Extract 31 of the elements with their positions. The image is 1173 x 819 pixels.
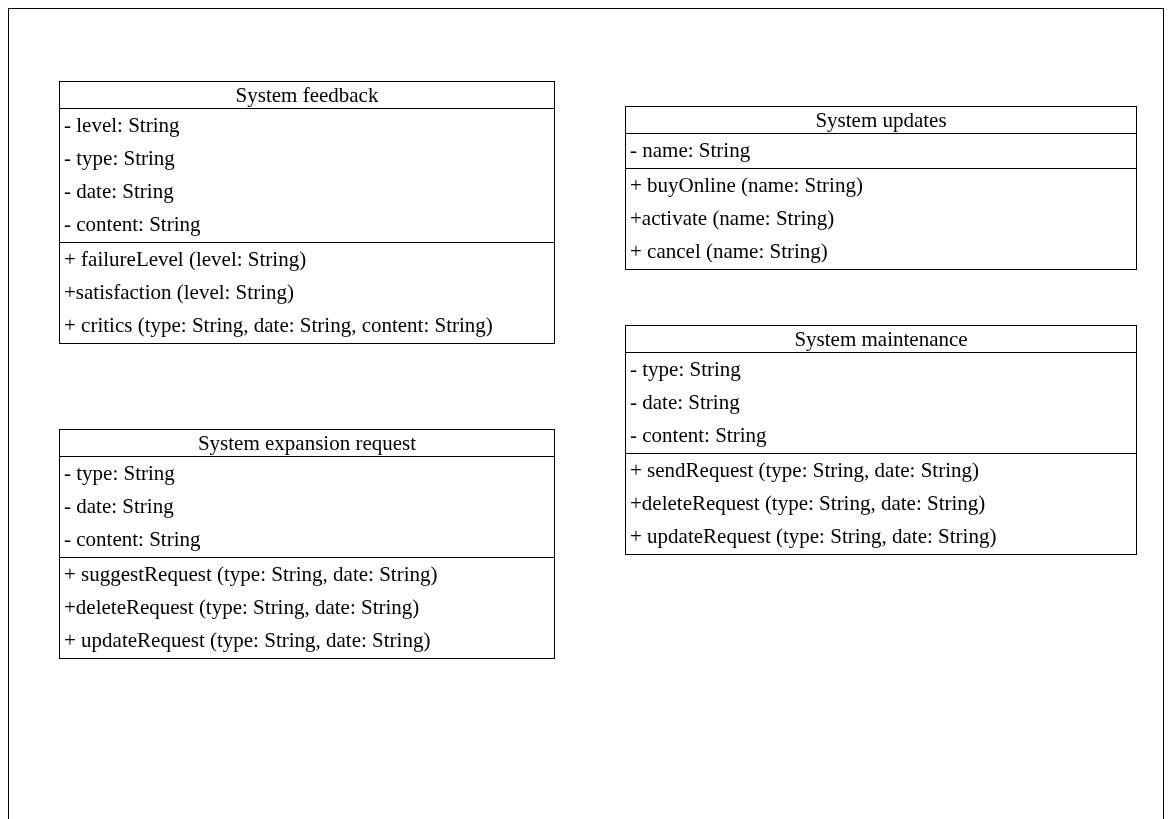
member-text: - content: String xyxy=(630,422,768,449)
class-box xyxy=(59,81,555,344)
member-text: +deleteRequest (type: String, date: String) xyxy=(64,594,421,621)
member-text: + sendRequest (type: String, date: String) xyxy=(630,457,980,484)
member-text: + failureLevel (level: String) xyxy=(64,246,308,273)
class-box xyxy=(625,325,1137,555)
class-name: System updates xyxy=(814,107,948,133)
class-box xyxy=(625,106,1137,270)
member-text: + critics (type: String, date: String, content: String) xyxy=(64,312,494,339)
member-text: - type: String xyxy=(64,145,176,172)
member-text: +deleteRequest (type: String, date: String) xyxy=(630,490,987,517)
member-text: - date: String xyxy=(64,178,175,205)
member-text: - type: String xyxy=(64,460,176,487)
member-text: + updateRequest (type: String, date: String) xyxy=(630,523,998,550)
member-text: + buyOnline (name: String) xyxy=(630,172,864,199)
member-text: - date: String xyxy=(630,389,741,416)
member-text: +satisfaction (level: String) xyxy=(64,279,295,306)
member-text: + suggestRequest (type: String, date: String) xyxy=(64,561,439,588)
member-text: - level: String xyxy=(64,112,181,139)
member-text: +activate (name: String) xyxy=(630,205,836,232)
member-text: + updateRequest (type: String, date: String) xyxy=(64,627,432,654)
class-name: System expansion request xyxy=(196,430,418,456)
member-text: + cancel (name: String) xyxy=(630,238,829,265)
member-text: - name: String xyxy=(630,137,752,164)
class-name: System feedback xyxy=(234,82,380,108)
class-name: System maintenance xyxy=(793,326,969,352)
member-text: - type: String xyxy=(630,356,742,383)
member-text: - content: String xyxy=(64,526,202,553)
class-box xyxy=(59,429,555,659)
member-text: - date: String xyxy=(64,493,175,520)
member-text: - content: String xyxy=(64,211,202,238)
